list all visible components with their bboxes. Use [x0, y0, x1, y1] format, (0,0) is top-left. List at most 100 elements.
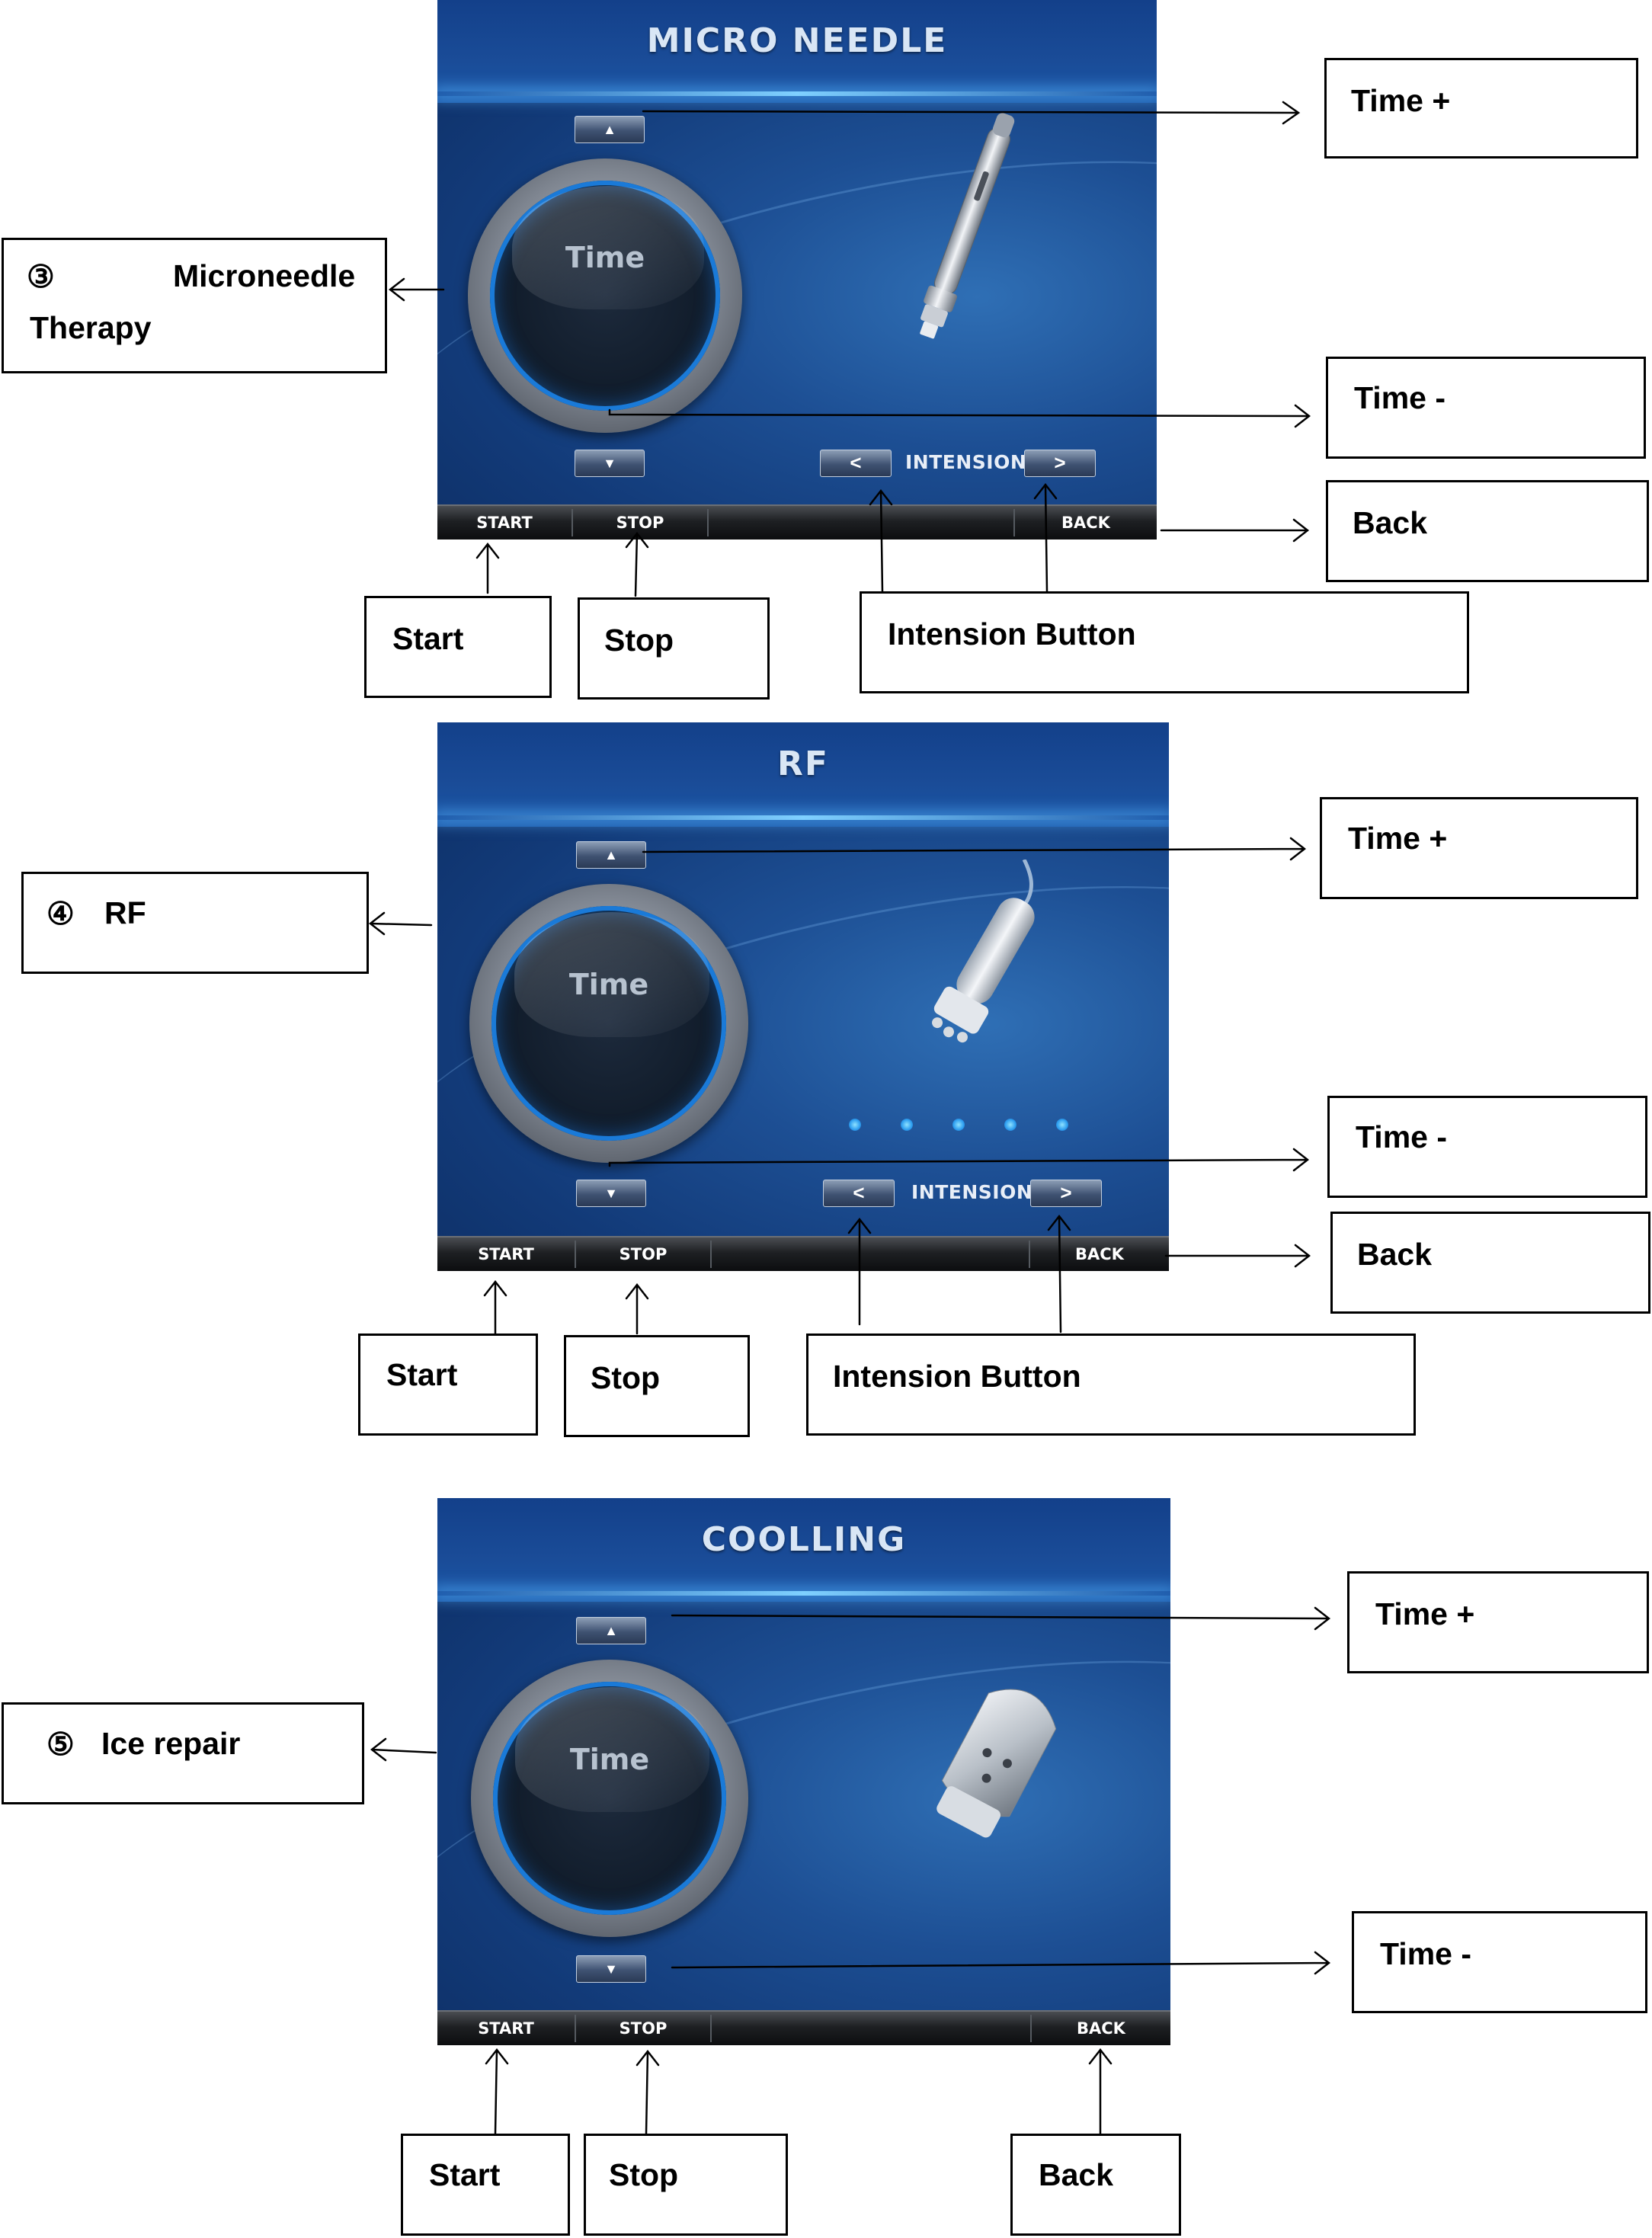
header-band	[437, 722, 1169, 827]
back-button[interactable]: BACK	[1075, 1245, 1124, 1263]
intension-down-button[interactable]: <	[823, 1180, 895, 1207]
dial-sheen	[514, 911, 709, 1038]
dial-sheen	[511, 186, 704, 309]
intension-label: INTENSION	[905, 451, 1027, 473]
intension-up-button[interactable]: >	[1024, 450, 1096, 477]
toolbar-divider	[707, 509, 709, 536]
time-label: Time	[568, 967, 649, 1001]
callout-back: Back	[1010, 2134, 1181, 2236]
intension-dot	[849, 1119, 861, 1131]
time-up-button[interactable]: ▲	[576, 1617, 646, 1644]
time-dial-face	[489, 180, 721, 411]
arrow-back	[1160, 518, 1310, 543]
toolbar-divider	[571, 509, 573, 536]
mode-name: Microneedle	[173, 258, 356, 293]
start-button[interactable]: START	[478, 1245, 534, 1263]
callout-stop: Stop	[584, 2134, 788, 2236]
callout-start: Start	[401, 2134, 570, 2236]
callout-back: Back	[1326, 480, 1649, 582]
mode-number: ④	[46, 896, 75, 931]
start-button[interactable]: START	[476, 514, 533, 532]
mode-name: Ice repair	[101, 1726, 241, 1761]
time-dial: Time	[468, 158, 742, 433]
callout-intension: Intension Button	[806, 1334, 1416, 1436]
time-down-button[interactable]: ▼	[575, 450, 645, 477]
mode-number: ③	[27, 259, 55, 294]
time-label: Time	[565, 241, 645, 274]
mode-number: ⑤	[46, 1727, 75, 1762]
time-dial-face	[493, 1682, 726, 1915]
arrow-intension-left	[847, 1217, 872, 1326]
toolbar-divider	[710, 2015, 712, 2042]
header-glow-line	[437, 91, 1157, 97]
arrow-intension-left	[869, 488, 893, 593]
toolbar-divider	[575, 2015, 576, 2042]
callout-time-minus: Time -	[1352, 1911, 1647, 2013]
dial-sheen	[515, 1687, 710, 1813]
start-button[interactable]: START	[478, 2019, 534, 2038]
arrow-time-plus	[642, 837, 1307, 861]
arrow-time-plus	[671, 1606, 1331, 1631]
toolbar-divider	[710, 1241, 712, 1268]
screen-title: MICRO NEEDLE	[646, 21, 948, 61]
intension-dot	[1004, 1119, 1016, 1131]
arrow-stop	[625, 1282, 649, 1335]
cooling-screen: COOLLING ▲ Time ▼ START STOP BACK	[437, 1498, 1170, 2045]
callout-back: Back	[1330, 1212, 1650, 1314]
time-down-button[interactable]: ▼	[576, 1180, 646, 1207]
screen-title: RF	[777, 744, 829, 783]
arrow-mode	[388, 277, 445, 302]
bottom-toolbar: START STOP BACK	[437, 1236, 1169, 1271]
time-dial-face	[491, 906, 726, 1141]
arrow-intension-right	[1047, 1214, 1071, 1334]
arrow-stop	[625, 531, 649, 597]
arrow-time-minus	[608, 404, 1311, 428]
arrow-start	[475, 542, 500, 594]
callout-start: Start	[358, 1334, 538, 1436]
stop-button[interactable]: STOP	[619, 2019, 668, 2038]
toolbar-divider	[575, 1241, 576, 1268]
arrow-intension-right	[1033, 482, 1058, 593]
callout-stop: Stop	[578, 597, 770, 700]
header-glow-line	[437, 815, 1169, 821]
toolbar-divider	[1030, 2015, 1032, 2042]
intension-dot	[901, 1119, 913, 1131]
toolbar-divider	[1029, 1241, 1030, 1268]
arrow-mode	[368, 911, 433, 936]
arrow-start	[483, 1279, 507, 1335]
callout-intension: Intension Button	[860, 591, 1469, 693]
microneedle-pen-icon	[920, 113, 1015, 339]
micro-needle-screen: MICRO NEEDLE ▲ Time ▼ < INTENSION > STAR…	[437, 0, 1157, 539]
arrow-back	[1088, 2047, 1113, 2135]
header-band	[437, 1498, 1170, 1602]
time-up-button[interactable]: ▲	[576, 841, 646, 869]
stop-button[interactable]: STOP	[619, 1245, 668, 1263]
header-band	[437, 0, 1157, 103]
arrow-time-minus	[671, 1951, 1331, 1975]
arrow-stop	[636, 2049, 660, 2135]
callout-time-plus: Time +	[1347, 1571, 1649, 1673]
rf-screen: RF ▲ Time ▼ < INTENSION > START STOP	[437, 722, 1169, 1271]
callout-time-minus: Time -	[1326, 357, 1646, 459]
cooling-handpiece-icon	[936, 1689, 1057, 1838]
back-button[interactable]: BACK	[1061, 514, 1110, 532]
callout-time-plus: Time +	[1324, 58, 1638, 158]
arrow-mode	[370, 1737, 437, 1762]
callout-time-plus: Time +	[1320, 797, 1638, 899]
mode-name: RF	[104, 895, 146, 930]
header-glow-line	[437, 1591, 1170, 1596]
intension-dot	[1056, 1119, 1068, 1131]
bottom-toolbar: START STOP BACK	[437, 504, 1157, 539]
stop-button[interactable]: STOP	[616, 514, 664, 532]
time-down-button[interactable]: ▼	[576, 1955, 646, 1983]
arrow-back	[1164, 1244, 1311, 1268]
callout-mode: ③ Microneedle Therapy	[2, 238, 387, 373]
time-dial: Time	[471, 1660, 748, 1937]
time-up-button[interactable]: ▲	[575, 116, 645, 143]
intension-label: INTENSION	[911, 1181, 1033, 1203]
intension-up-button[interactable]: >	[1030, 1180, 1102, 1207]
back-button[interactable]: BACK	[1077, 2019, 1125, 2038]
arrow-start	[485, 2047, 509, 2135]
intension-down-button[interactable]: <	[820, 450, 892, 477]
bottom-toolbar: START STOP BACK	[437, 2010, 1170, 2045]
